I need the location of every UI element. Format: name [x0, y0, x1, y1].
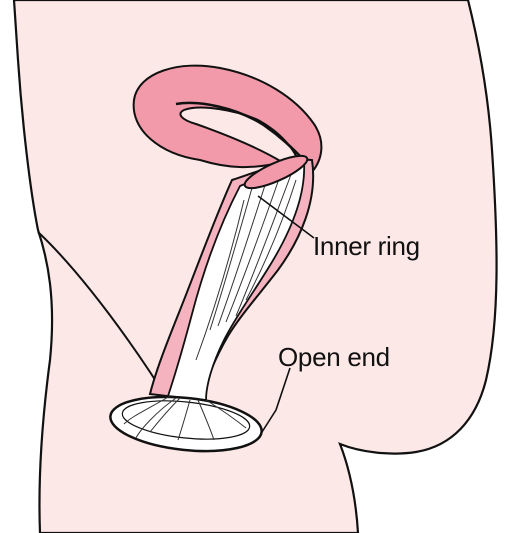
- inner-ring-label: Inner ring: [313, 231, 420, 262]
- open-end-label: Open end: [278, 342, 390, 373]
